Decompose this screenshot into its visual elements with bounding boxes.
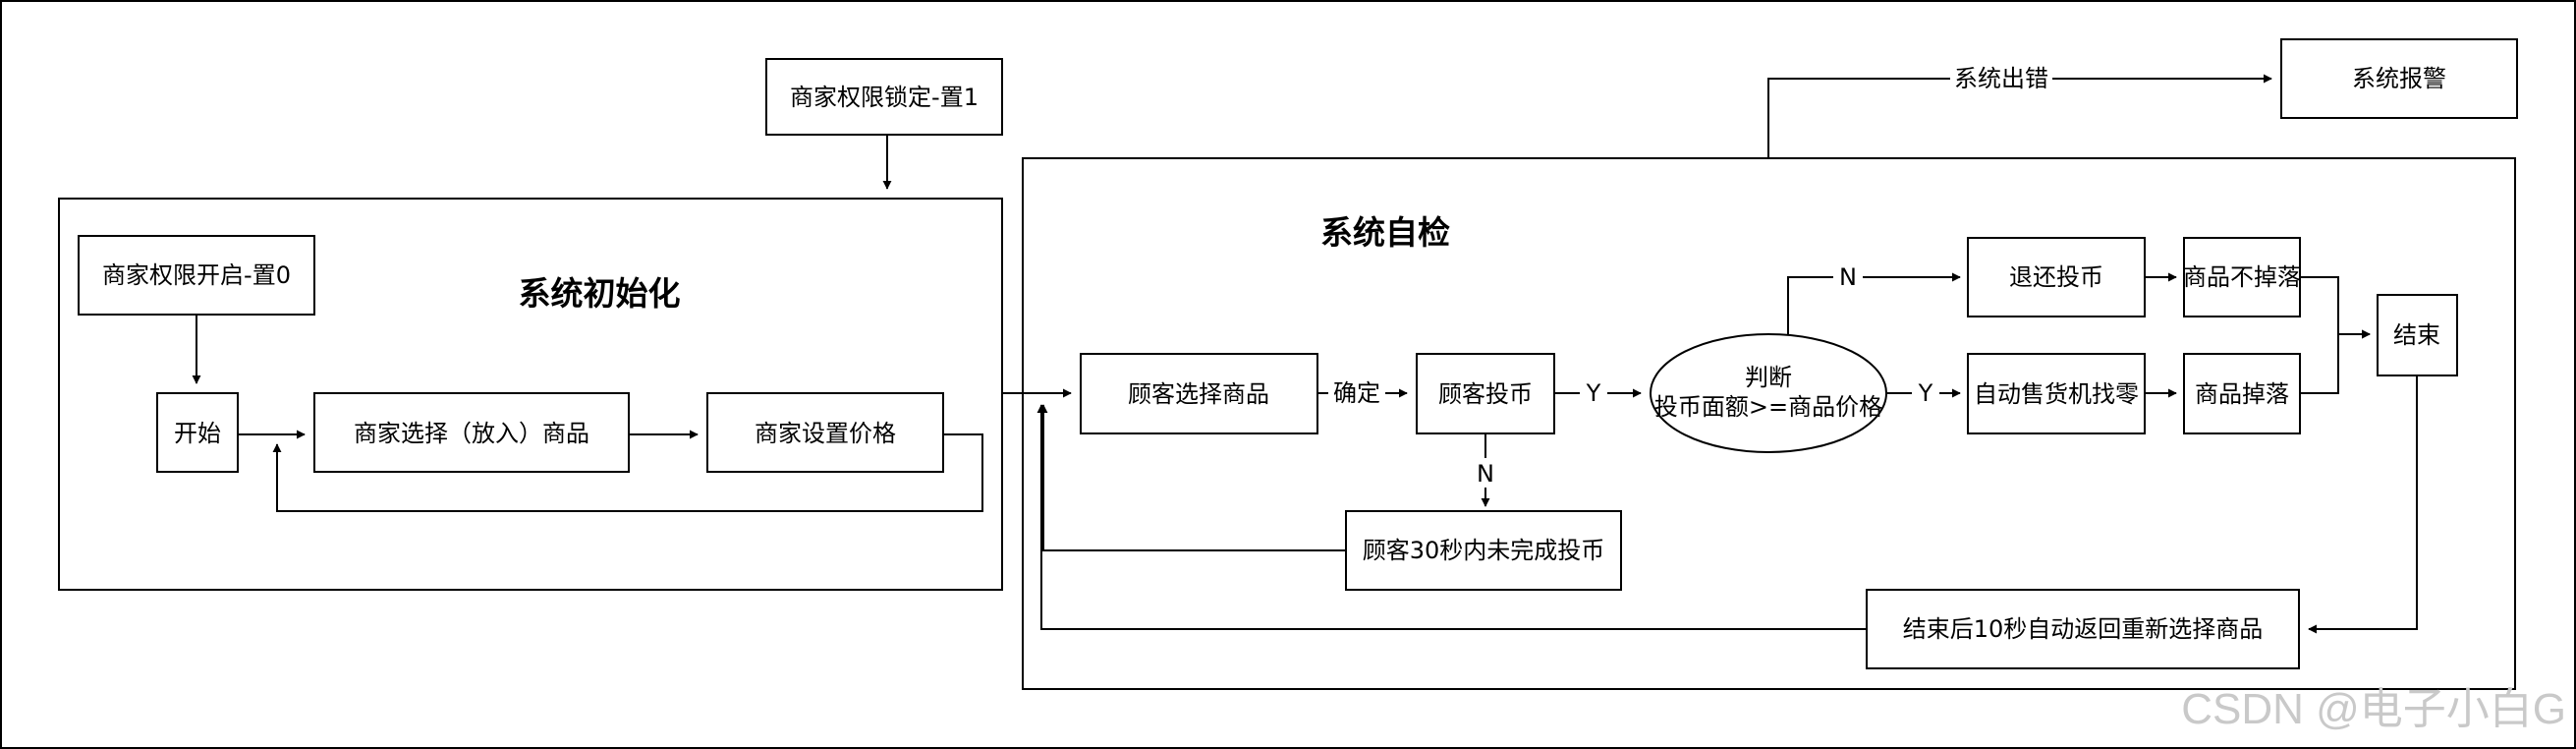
edge-end-to-autoreturn xyxy=(2308,375,2418,634)
node-judge-label-line2: 投币面额>=商品价格 xyxy=(1654,393,1882,421)
node-timeout: 顾客30秒内未完成投币 xyxy=(1345,510,1622,591)
node-change: 自动售货机找零 xyxy=(1967,353,2146,434)
selfcheck-group-title: 系统自检 xyxy=(1320,213,1450,252)
edge-selfcheck-to-alarm xyxy=(1767,74,2272,158)
edge-label-confirm: 确定 xyxy=(1333,379,1380,407)
node-set-price: 商家设置价格 xyxy=(706,392,944,473)
node-customer-select-label: 顾客选择商品 xyxy=(1128,380,1269,408)
node-end: 结束 xyxy=(2377,294,2458,376)
node-select-goods-label: 商家选择（放入）商品 xyxy=(354,420,589,447)
node-timeout-label: 顾客30秒内未完成投币 xyxy=(1363,537,1605,564)
node-set-price-label: 商家设置价格 xyxy=(755,420,896,447)
edge-timeout-loopback xyxy=(1038,404,1346,551)
edge-judge-to-refund xyxy=(1787,272,1961,334)
node-judge-label-line1: 判断 xyxy=(1745,364,1792,391)
node-change-label: 自动售货机找零 xyxy=(1974,380,2139,408)
edge-label-no-insert: N xyxy=(1477,460,1494,488)
node-refund-label: 退还投币 xyxy=(2009,263,2103,291)
edge-label-sys-error: 系统出错 xyxy=(1954,65,2048,92)
node-start: 开始 xyxy=(156,392,239,473)
node-customer-insert-label: 顾客投币 xyxy=(1438,380,1533,408)
node-alarm: 系统报警 xyxy=(2280,38,2518,119)
node-lock-label: 商家权限锁定-置1 xyxy=(790,84,979,111)
init-group-title: 系统初始化 xyxy=(519,274,681,313)
node-drop: 商品掉落 xyxy=(2183,353,2301,434)
csdn-watermark: CSDN @电子小白G xyxy=(2181,685,2566,733)
node-end-label: 结束 xyxy=(2393,321,2440,349)
node-no-drop-label: 商品不掉落 xyxy=(2183,263,2301,291)
node-auto-return: 结束后10秒自动返回重新选择商品 xyxy=(1866,589,2300,669)
edge-label-yes-insert: Y xyxy=(1586,379,1601,407)
node-drop-label: 商品掉落 xyxy=(2195,380,2289,408)
node-lock: 商家权限锁定-置1 xyxy=(765,58,1003,136)
edge-price-loopback xyxy=(272,433,983,512)
edge-nodrop-to-end xyxy=(2300,276,2371,339)
node-refund: 退还投币 xyxy=(1967,237,2146,317)
node-start-label: 开始 xyxy=(174,420,221,447)
node-no-drop: 商品不掉落 xyxy=(2183,237,2301,317)
node-unlock-label: 商家权限开启-置0 xyxy=(102,261,291,289)
node-select-goods: 商家选择（放入）商品 xyxy=(313,392,630,473)
edge-label-yes-judge: Y xyxy=(1918,379,1933,407)
node-unlock: 商家权限开启-置0 xyxy=(78,235,315,316)
node-customer-insert: 顾客投币 xyxy=(1416,353,1555,434)
node-judge-decision: 判断 投币面额>=商品价格 xyxy=(1650,333,1887,453)
edge-autoreturn-loopback xyxy=(1036,404,1867,630)
edge-label-no-judge: N xyxy=(1839,263,1857,291)
node-customer-select: 顾客选择商品 xyxy=(1080,353,1318,434)
edge-drop-to-end xyxy=(2300,329,2371,394)
node-auto-return-label: 结束后10秒自动返回重新选择商品 xyxy=(1903,615,2264,643)
node-alarm-label: 系统报警 xyxy=(2352,65,2446,92)
